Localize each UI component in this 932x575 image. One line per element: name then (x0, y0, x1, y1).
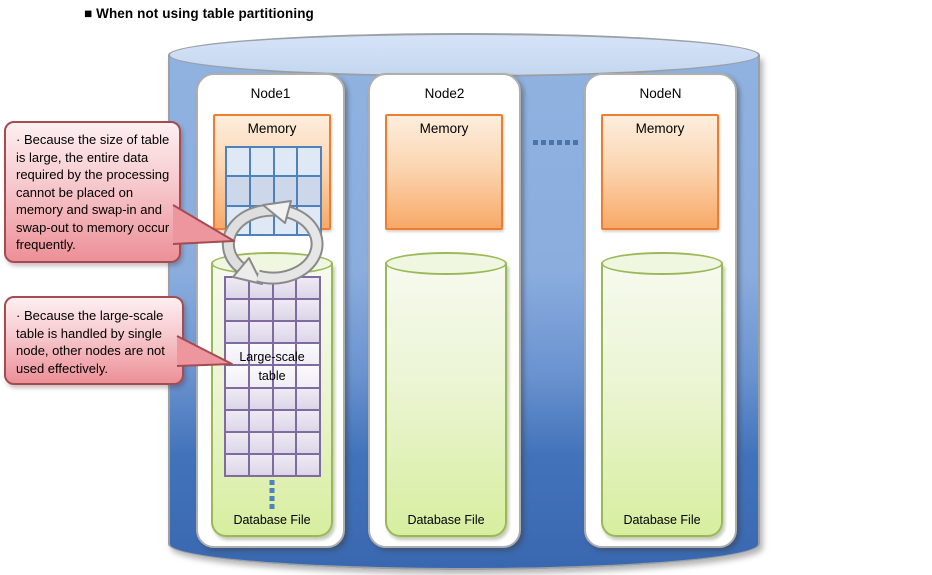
ellipsis-dot (541, 140, 546, 145)
grid-cell (249, 454, 272, 475)
ellipsis-dot (565, 140, 570, 145)
node2-title: Node2 (424, 86, 465, 101)
grid-cell (249, 432, 272, 453)
node2-database-cylinder: Database File (385, 252, 507, 537)
node1-panel: Node1 Memory Large-scale table Database … (196, 73, 345, 548)
horizontal-ellipsis-dots (533, 140, 578, 145)
callout-swap-text: · Because the size of table is large, th… (16, 132, 170, 253)
grid-cell (226, 322, 248, 343)
grid-cell (273, 322, 296, 343)
grid-cell (298, 148, 320, 176)
callout-swap-tail-pointer (172, 204, 235, 245)
ellipsis-dot (269, 480, 275, 485)
grid-cell (273, 432, 296, 453)
grid-cell (273, 388, 296, 409)
grid-cell (273, 454, 296, 475)
ellipsis-dot (533, 140, 538, 145)
node1-database-file-label: Database File (233, 513, 311, 527)
ellipsis-dot (269, 496, 275, 501)
grid-cell (227, 177, 249, 205)
node2-database-file-label: Database File (407, 513, 485, 527)
grid-cell (249, 388, 272, 409)
grid-cell (226, 300, 248, 321)
nodeN-database-cylinder-body (601, 263, 723, 537)
nodeN-database-cylinder: Database File (601, 252, 723, 537)
grid-cell (297, 388, 319, 409)
nodeN-title: NodeN (639, 86, 682, 101)
node2-panel: Node2 Memory Database File (368, 73, 521, 548)
vertical-ellipsis-dots (269, 480, 275, 509)
grid-cell (273, 344, 296, 365)
grid-cell (249, 322, 272, 343)
grid-cell (297, 278, 319, 299)
grid-cell (297, 300, 319, 321)
grid-cell (249, 366, 272, 387)
nodeN-database-cylinder-top-ellipse (601, 252, 723, 275)
callout-single-node-text: · Because the large-scale table is handl… (16, 308, 165, 376)
grid-cell (273, 366, 296, 387)
nodeN-memory-label: Memory (635, 121, 685, 136)
grid-cell (249, 410, 272, 431)
cluster-cylinder-top-ellipse (168, 33, 760, 77)
grid-cell (298, 177, 320, 205)
ellipsis-dot (557, 140, 562, 145)
grid-cell (250, 177, 273, 205)
grid-cell (226, 344, 248, 365)
callout-single-node-tail-pointer (176, 335, 233, 367)
node2-memory-box: Memory (385, 114, 503, 230)
grid-cell (226, 432, 248, 453)
node1-memory-label: Memory (247, 121, 297, 136)
grid-cell (297, 454, 319, 475)
callout-single-node-bubble: · Because the large-scale table is handl… (4, 296, 184, 385)
ellipsis-dot (269, 504, 275, 509)
grid-cell (297, 344, 319, 365)
grid-cell (273, 300, 296, 321)
grid-cell (226, 388, 248, 409)
grid-cell (250, 148, 273, 176)
callout-swap-bubble: · Because the size of table is large, th… (4, 121, 181, 263)
large-scale-table-label: Large-scale table (239, 350, 305, 383)
node1-large-scale-table-grid (224, 276, 321, 477)
grid-cell (297, 366, 319, 387)
swap-cycle-arrows-icon (221, 200, 324, 285)
grid-cell (249, 300, 272, 321)
ellipsis-dot (269, 488, 275, 493)
grid-cell (227, 148, 249, 176)
nodeN-memory-box: Memory (601, 114, 719, 230)
ellipsis-dot (549, 140, 554, 145)
page-title: ■ When not using table partitioning (84, 6, 314, 21)
node2-database-cylinder-body (385, 263, 507, 537)
grid-cell (297, 410, 319, 431)
grid-cell (226, 366, 248, 387)
node2-database-cylinder-top-ellipse (385, 252, 507, 275)
node1-title: Node1 (250, 86, 291, 101)
grid-cell (226, 454, 248, 475)
grid-cell (273, 410, 296, 431)
grid-cell (226, 278, 248, 299)
node1-database-cylinder: Large-scale table Database File (211, 252, 333, 537)
grid-cell (297, 432, 319, 453)
grid-cell (297, 322, 319, 343)
grid-cell (274, 177, 297, 205)
grid-cell (226, 410, 248, 431)
nodeN-panel: NodeN Memory Database File (584, 73, 737, 548)
grid-cell (249, 344, 272, 365)
grid-cell (274, 148, 297, 176)
ellipsis-dot (573, 140, 578, 145)
nodeN-database-file-label: Database File (623, 513, 701, 527)
node2-memory-label: Memory (419, 121, 469, 136)
node1-memory-table-grid (225, 146, 322, 236)
